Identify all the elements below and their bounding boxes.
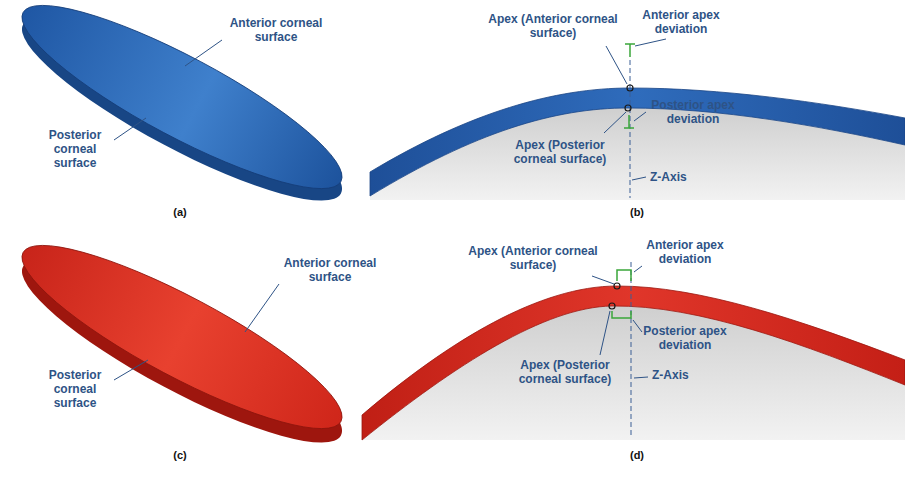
part-label: Posterior apex deviation [648, 98, 738, 126]
part-label: Anterior apex deviation [636, 8, 726, 36]
part-label: Apex (Anterior corneal surface) [488, 12, 618, 40]
panel-label: (b) [617, 205, 657, 219]
part-label: Posterior corneal surface [40, 128, 110, 170]
axis-label: Z-Axis [650, 170, 710, 184]
part-label: Anterior corneal surface [226, 16, 326, 44]
part-label: Posterior apex deviation [640, 324, 730, 352]
blue-section [370, 44, 905, 200]
part-label: Apex (Anterior corneal surface) [468, 244, 598, 272]
panel-label: (d) [617, 448, 657, 462]
part-label: Apex (Posterior corneal surface) [505, 358, 625, 386]
blue-lens [4, 0, 359, 229]
part-label: Apex (Posterior corneal surface) [500, 138, 620, 166]
panel-label: (a) [160, 205, 200, 219]
red-section [362, 262, 905, 440]
leader-lines [114, 40, 222, 140]
part-label: Posterior corneal surface [40, 368, 110, 410]
red-lens [4, 217, 359, 471]
part-label: Anterior apex deviation [640, 238, 730, 266]
panel-label: (c) [160, 448, 200, 462]
axis-label: Z-Axis [652, 368, 712, 382]
part-label: Anterior corneal surface [280, 256, 380, 284]
leader-lines [114, 284, 279, 380]
